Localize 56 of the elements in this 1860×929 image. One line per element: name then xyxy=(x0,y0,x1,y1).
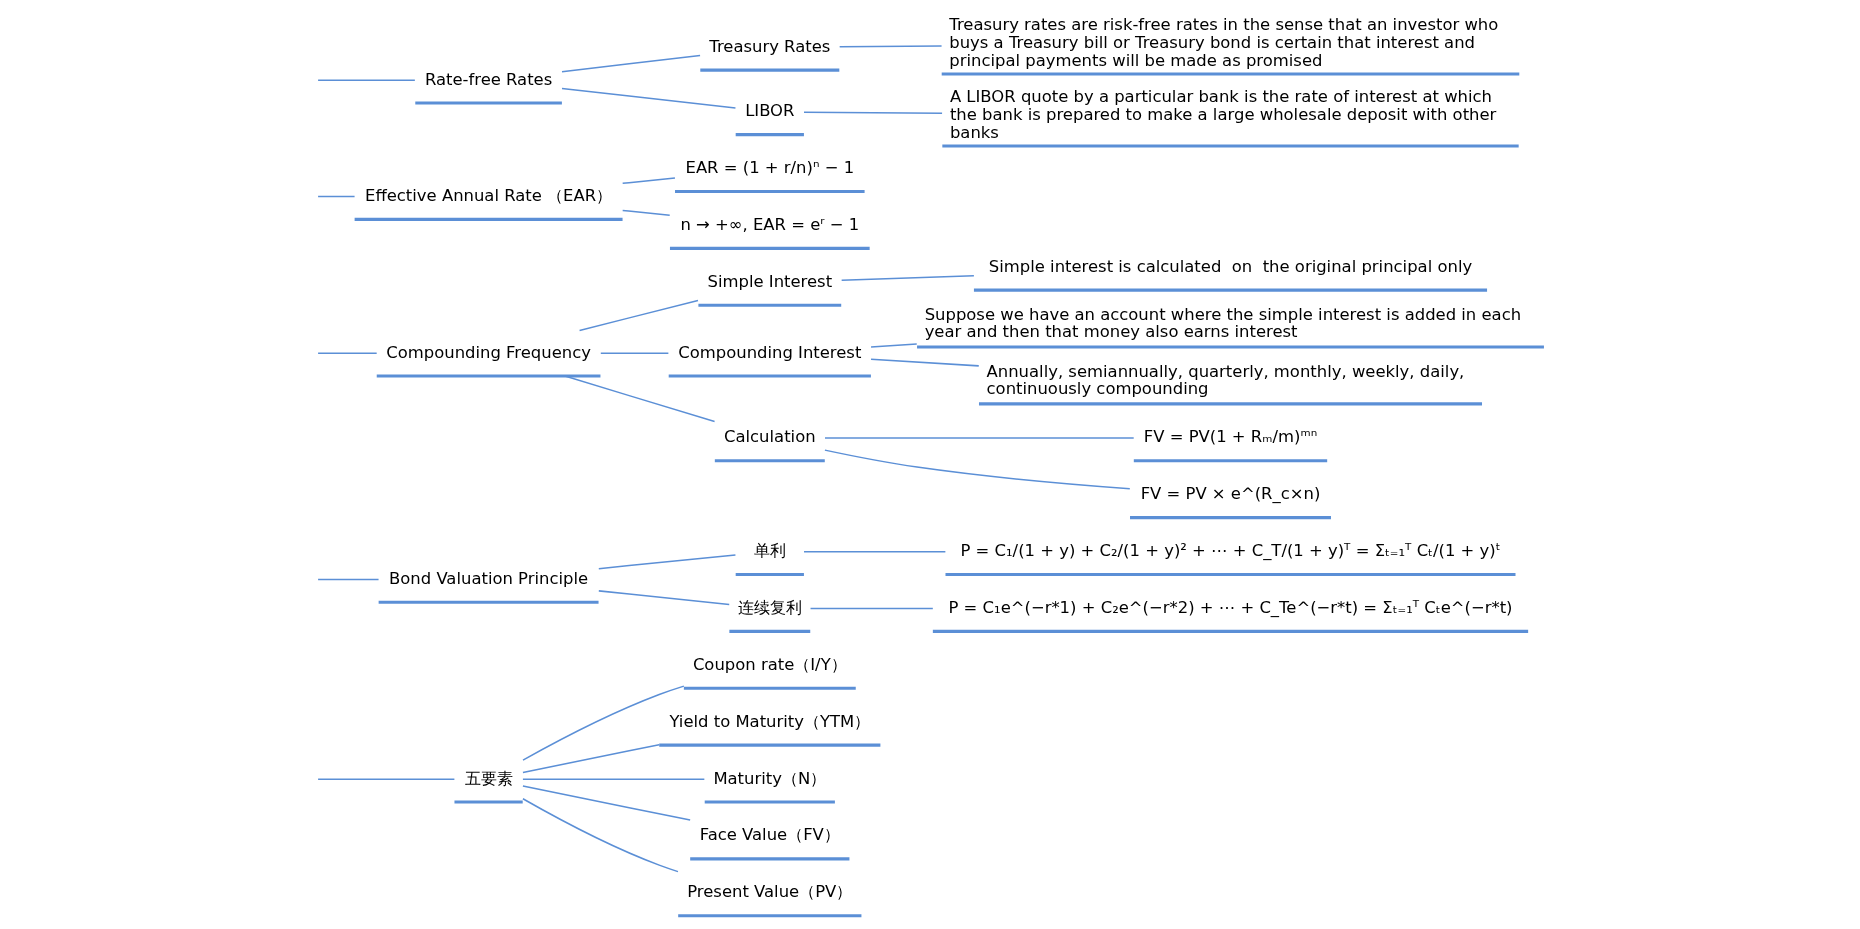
connector xyxy=(316,578,379,581)
connector xyxy=(823,449,1131,490)
node-text: 单利 xyxy=(753,541,786,561)
node-text: Annually, semiannually, quarterly, monthly, weekly, daily, continuously compounding xyxy=(986,361,1464,399)
node-text: Present Value（PV） xyxy=(686,882,852,902)
connector xyxy=(597,554,736,570)
connector xyxy=(621,209,670,217)
connector xyxy=(560,54,701,73)
node-text: FV = PV(1 + Rₘ/m)ᵐⁿ xyxy=(1143,427,1317,447)
node-text: Coupon rate（I/Y） xyxy=(692,654,847,674)
connector xyxy=(521,785,691,821)
node-text: EAR = (1 + r/n)ⁿ − 1 xyxy=(685,158,854,178)
connector xyxy=(809,607,934,610)
connector xyxy=(840,275,975,281)
node-text: P = C₁e^(−r*1) + C₂e^(−r*2) + ⋯ + C_Te^(−r*t) = Σₜ₌₁ᵀ Cₜe^(−r*t) xyxy=(947,597,1513,617)
node-text: Face Value（FV） xyxy=(699,825,840,845)
node-text: P = C₁/(1 + y) + C₂/(1 + y)² + ⋯ + C_T/(1 + y)ᵀ = Σₜ₌₁ᵀ Cₜ/(1 + y)ᵗ xyxy=(959,541,1501,561)
connector xyxy=(560,87,736,109)
node-text: Bond Valuation Principle xyxy=(388,568,588,588)
connector xyxy=(316,79,416,82)
connector xyxy=(823,437,1134,439)
node-text: 五要素 xyxy=(464,768,513,788)
connector xyxy=(521,798,679,873)
node-text: Simple Interest xyxy=(707,271,832,291)
connector xyxy=(802,111,943,115)
node-text: Calculation xyxy=(723,427,816,447)
connector xyxy=(521,778,705,780)
connector xyxy=(802,550,946,553)
node-text: FV = PV × e^(R_c×n) xyxy=(1140,484,1320,504)
node-text: Compounding Interest xyxy=(677,342,861,362)
node-text: 连续复利 xyxy=(737,597,802,617)
connector xyxy=(838,45,942,48)
node-text: Compounding Frequency xyxy=(385,342,591,362)
node-text: LIBOR xyxy=(744,101,794,121)
connector xyxy=(563,375,715,423)
connector xyxy=(599,352,669,355)
connector xyxy=(521,685,685,761)
connector xyxy=(316,195,355,198)
connector xyxy=(621,177,676,185)
connector xyxy=(597,590,730,606)
node-text: Effective Annual Rate （EAR） xyxy=(364,185,612,205)
node-text: Simple interest is calculated on the original principal only xyxy=(988,256,1472,276)
connector xyxy=(578,299,699,332)
connector xyxy=(869,343,917,348)
connector xyxy=(316,352,377,355)
node-text: A LIBOR quote by a particular bank is the rate of interest at which the bank is prepared to make a large wholesale deposit with other banks xyxy=(949,87,1496,142)
node-text: Treasury rates are risk-free rates in the sense that an investor who buys a Treasury bill or Treasury bond is certain that interest and principal payments will be made as promised xyxy=(948,15,1498,70)
connector xyxy=(521,743,660,774)
node-text: Rate-free Rates xyxy=(424,69,552,89)
node-text: Maturity（N） xyxy=(712,768,826,788)
node-text: Suppose we have an account where the simple interest is added in each year and then that money also earns interest xyxy=(924,304,1521,342)
node-text: Treasury Rates xyxy=(708,36,830,56)
connector xyxy=(869,358,979,367)
node-text: Yield to Maturity（YTM） xyxy=(668,711,870,731)
node-text: n → +∞, EAR = eʳ − 1 xyxy=(679,214,859,234)
connector xyxy=(316,778,455,780)
